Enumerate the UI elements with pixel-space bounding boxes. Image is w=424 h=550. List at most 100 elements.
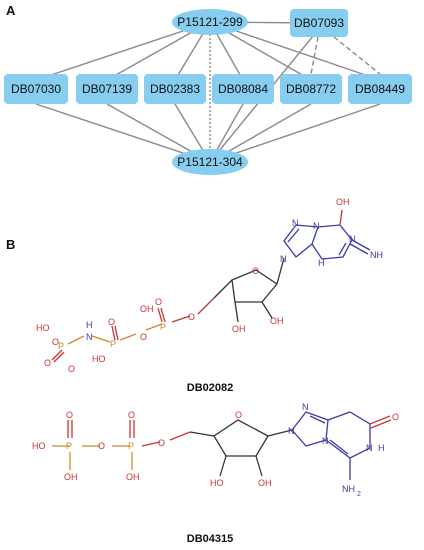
bond [213, 279, 233, 299]
atom-label: HO [32, 441, 46, 451]
bond [287, 228, 300, 243]
atom-label: NH [370, 250, 383, 260]
atom-label: OH [258, 478, 272, 488]
atom-label: O [252, 266, 259, 276]
bond [351, 239, 371, 251]
atom-label: N [366, 443, 373, 453]
atom-label: P [66, 441, 72, 451]
drug-node-db08449-label: DB08449 [355, 82, 405, 96]
bond [339, 209, 343, 226]
bond [171, 315, 191, 323]
purine-six-ring [325, 411, 371, 459]
panel-b-label: B [6, 237, 16, 252]
atom-label: P [128, 441, 134, 451]
bond [141, 441, 161, 447]
drug-node-db08084-label: DB08084 [218, 82, 268, 96]
atom-label: O [155, 297, 162, 307]
bond [160, 307, 166, 323]
panel-a-label: A [6, 3, 16, 18]
drug-node-db07139-label: DB07139 [82, 82, 132, 96]
ribose-ring [231, 269, 278, 303]
atom-label: N [86, 332, 93, 342]
bond [111, 325, 116, 341]
bond [157, 307, 163, 323]
atom-label: O [108, 317, 115, 327]
atom-label: O [44, 358, 51, 368]
network-diagram: P15121-299 P15121-304 DB07093 DB07030 DB… [4, 9, 412, 175]
bond [349, 243, 369, 255]
drug-node-db07139[interactable] [76, 74, 138, 104]
atom-label: N [288, 426, 295, 436]
bond [369, 415, 391, 425]
atom-label: O [66, 410, 73, 420]
atom-label: P [160, 322, 166, 332]
atom-label: OH [140, 304, 154, 314]
edge [209, 21, 381, 81]
edge-dashed [333, 36, 381, 75]
bond [51, 349, 63, 361]
drug-node-db07030-label: DB07030 [11, 82, 61, 96]
bond [234, 301, 239, 323]
ribose-ring [213, 419, 269, 457]
atom-label: HO [36, 323, 50, 333]
molecule-db02082: OH N N N N H NH O OH OH O P P P OH O O O… [36, 197, 383, 394]
atom-label: HO [210, 478, 224, 488]
atom-label: O [98, 441, 105, 451]
atom-label: OH [270, 316, 284, 326]
atom-label: O [158, 438, 165, 448]
bond [219, 455, 227, 477]
bond [370, 419, 392, 429]
bond [255, 455, 263, 477]
molecule-db04315: O N N N H N NH 2 O HO OH O P P O O O OH … [32, 402, 399, 545]
edge [35, 21, 211, 81]
atom-label: OH [232, 324, 246, 334]
atom-label: O [128, 410, 135, 420]
protein-node-p15121-299[interactable] [172, 9, 248, 35]
atom-label: HO [92, 354, 106, 364]
atom-label: N [302, 402, 309, 412]
atom-label: O [140, 332, 147, 342]
protein-node-p15121-304-label: P15121-304 [177, 155, 243, 169]
molecule-caption-db02082: DB02082 [187, 382, 233, 394]
drug-node-db08449[interactable] [348, 74, 412, 104]
bond [338, 242, 347, 256]
protein-node-p15121-299-label: P15121-299 [177, 15, 243, 29]
bond [267, 429, 293, 437]
bond [276, 257, 285, 285]
bond [114, 325, 119, 341]
bond [119, 333, 137, 341]
drug-node-db07030[interactable] [4, 74, 68, 104]
atom-label: O [188, 312, 195, 322]
atom-label: N [313, 221, 320, 231]
bond [189, 431, 215, 437]
atom-label: P [110, 339, 116, 349]
atom-label: H [378, 443, 385, 453]
purine-five-ring [291, 411, 329, 447]
drug-node-db08772-label: DB08772 [286, 82, 336, 96]
atom-label: N [349, 234, 356, 244]
drug-node-db08084[interactable] [212, 74, 274, 104]
atom-label: OH [336, 197, 350, 207]
atom-label: OH [126, 472, 140, 482]
atom-label: O [68, 364, 75, 374]
atom-label: H [86, 320, 93, 330]
bond [309, 415, 326, 424]
drug-node-db08772[interactable] [280, 74, 342, 104]
drug-node-db07093[interactable] [290, 9, 348, 37]
atom-label: N [322, 436, 329, 446]
atom-label: H [318, 258, 325, 268]
drug-node-db02383[interactable] [144, 74, 206, 104]
bond [91, 335, 111, 343]
molecule-caption-db04315: DB04315 [187, 533, 233, 545]
edge [35, 103, 211, 163]
atom-label: NH [342, 484, 355, 494]
purine-five-ring [283, 224, 319, 258]
protein-node-p15121-304[interactable] [172, 149, 248, 175]
bond [197, 297, 215, 315]
bond [145, 323, 163, 331]
atom-label: N [292, 218, 299, 228]
atom-label: O [235, 410, 242, 420]
edge-dashed [310, 36, 319, 75]
drug-node-db07093-label: DB07093 [294, 16, 344, 30]
